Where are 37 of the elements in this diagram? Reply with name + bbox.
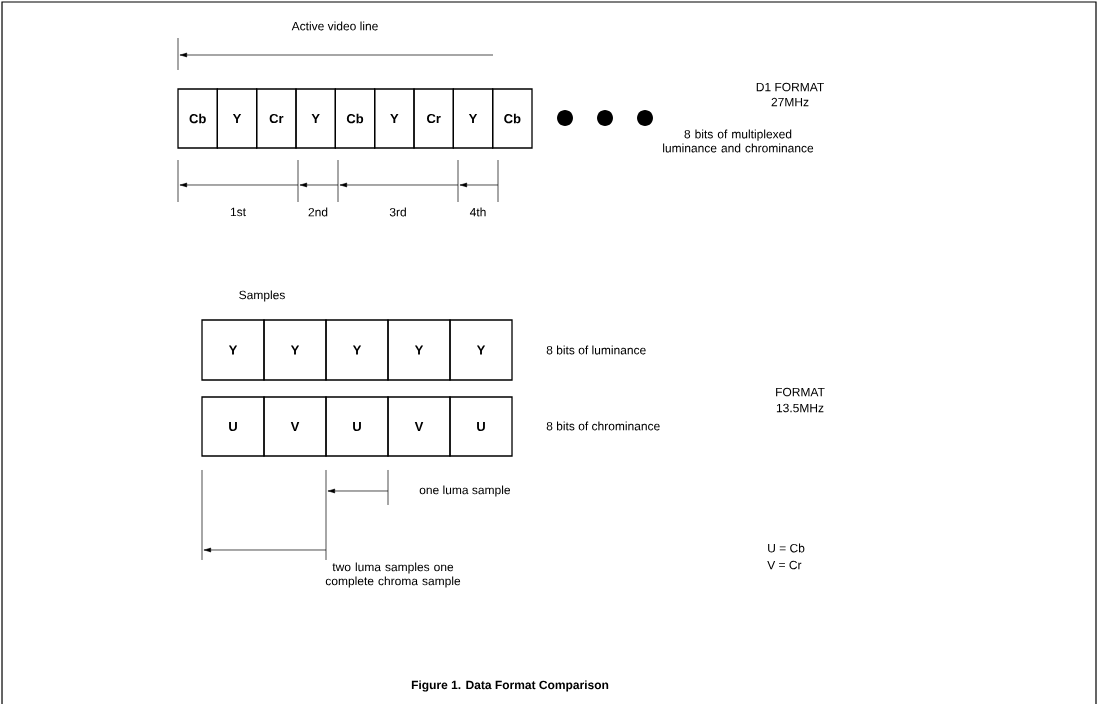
sample-cell: V [263,396,327,457]
sample-cell: Y [263,319,327,381]
sample-cell: Y [374,88,415,149]
sample-cell: U [449,396,513,457]
text-label: 8 bits of multiplexed luminance and chrominance [663,129,814,153]
text-label: 8 bits of luminance [546,345,646,355]
sample-cell: Y [449,319,513,381]
text-label: 1st [230,207,246,217]
sample-cell: Y [387,319,451,381]
text-label: 3rd [389,207,406,217]
text-label: V = Cr [767,560,802,570]
text-label: 2nd [308,207,328,217]
sample-cell: U [201,396,265,457]
sample-cell: Cr [413,88,454,149]
sample-cell: Y [216,88,258,149]
text-label: D1 FORMAT [756,82,824,92]
sample-cell: Cr [256,88,297,149]
sample-cell: Y [325,319,389,381]
sample-cell: Y [452,88,494,149]
figure-caption: Figure 1. Data Format Comparison [411,680,609,692]
text-label: Samples [239,290,285,302]
text-label: one luma sample [419,485,510,497]
text-label: FORMAT [776,387,825,397]
sample-cell: Cb [492,88,533,149]
text-label: 27MHz [771,97,809,107]
sample-cell: Cb [177,88,218,149]
text-label: 4th [469,207,486,217]
text-label: 13.5MHz [776,403,824,413]
text-label: 8 bits of chrominance [546,421,660,431]
sample-cell: Y [295,88,336,149]
text-label: two luma samples one complete chroma sample [325,562,461,588]
sample-cell: Y [201,319,265,381]
sample-cell: Cb [334,88,376,149]
text-label: Active video line [291,21,378,31]
sample-cell: U [325,396,389,457]
text-label: U = Cb [768,543,805,553]
sample-cell: V [387,396,451,457]
